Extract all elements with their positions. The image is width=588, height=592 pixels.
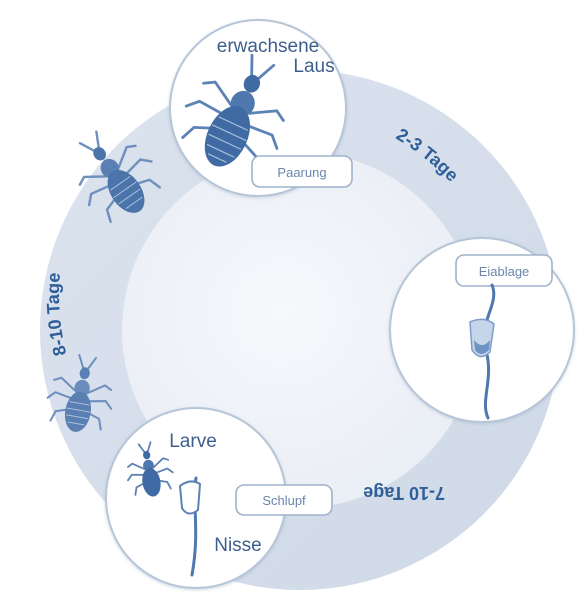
nit-egg-icon: [470, 319, 494, 356]
tag-eiablage-label: Eiablage: [479, 264, 530, 279]
tag-schlupf-label: Schlupf: [262, 493, 306, 508]
stage-nit-label: Nisse: [214, 535, 262, 556]
tag-paarung-label: Paarung: [277, 165, 326, 180]
stage-larva-label: Larve: [169, 431, 217, 452]
stage-egg-laying: Eiablage: [390, 238, 574, 422]
empty-nit-icon: [180, 481, 200, 513]
duration-7-10-days: 7-10 Tage: [363, 483, 445, 503]
stage-adult-louse: erwachsene Laus Paarung: [169, 20, 352, 196]
stage-adult-title-line2: Laus: [293, 56, 334, 77]
stage-adult-title-line1: erwachsene: [217, 36, 319, 57]
